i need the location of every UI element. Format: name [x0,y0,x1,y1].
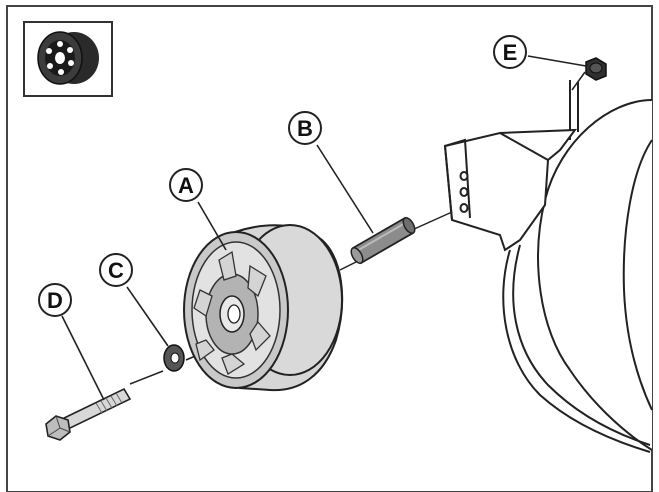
callout-b: B [288,111,322,145]
callout-d-label: D [47,288,63,313]
callout-a-label: A [178,173,194,198]
mower-deck [502,80,653,453]
hex-bolt [45,387,132,441]
callout-leaders [61,55,587,401]
callout-e: E [493,35,527,69]
mounting-bracket [443,128,578,252]
wheel [183,224,344,392]
callout-a: A [169,168,203,202]
callout-c-label: C [108,258,124,283]
wheel-thumbnail-icon [23,21,113,97]
callout-d: D [38,283,72,317]
flat-washer [163,344,185,372]
callout-e-label: E [503,40,518,65]
lock-nut [585,57,607,81]
callout-c: C [99,253,133,287]
callout-b-label: B [297,116,313,141]
spacer-tube [350,216,416,265]
